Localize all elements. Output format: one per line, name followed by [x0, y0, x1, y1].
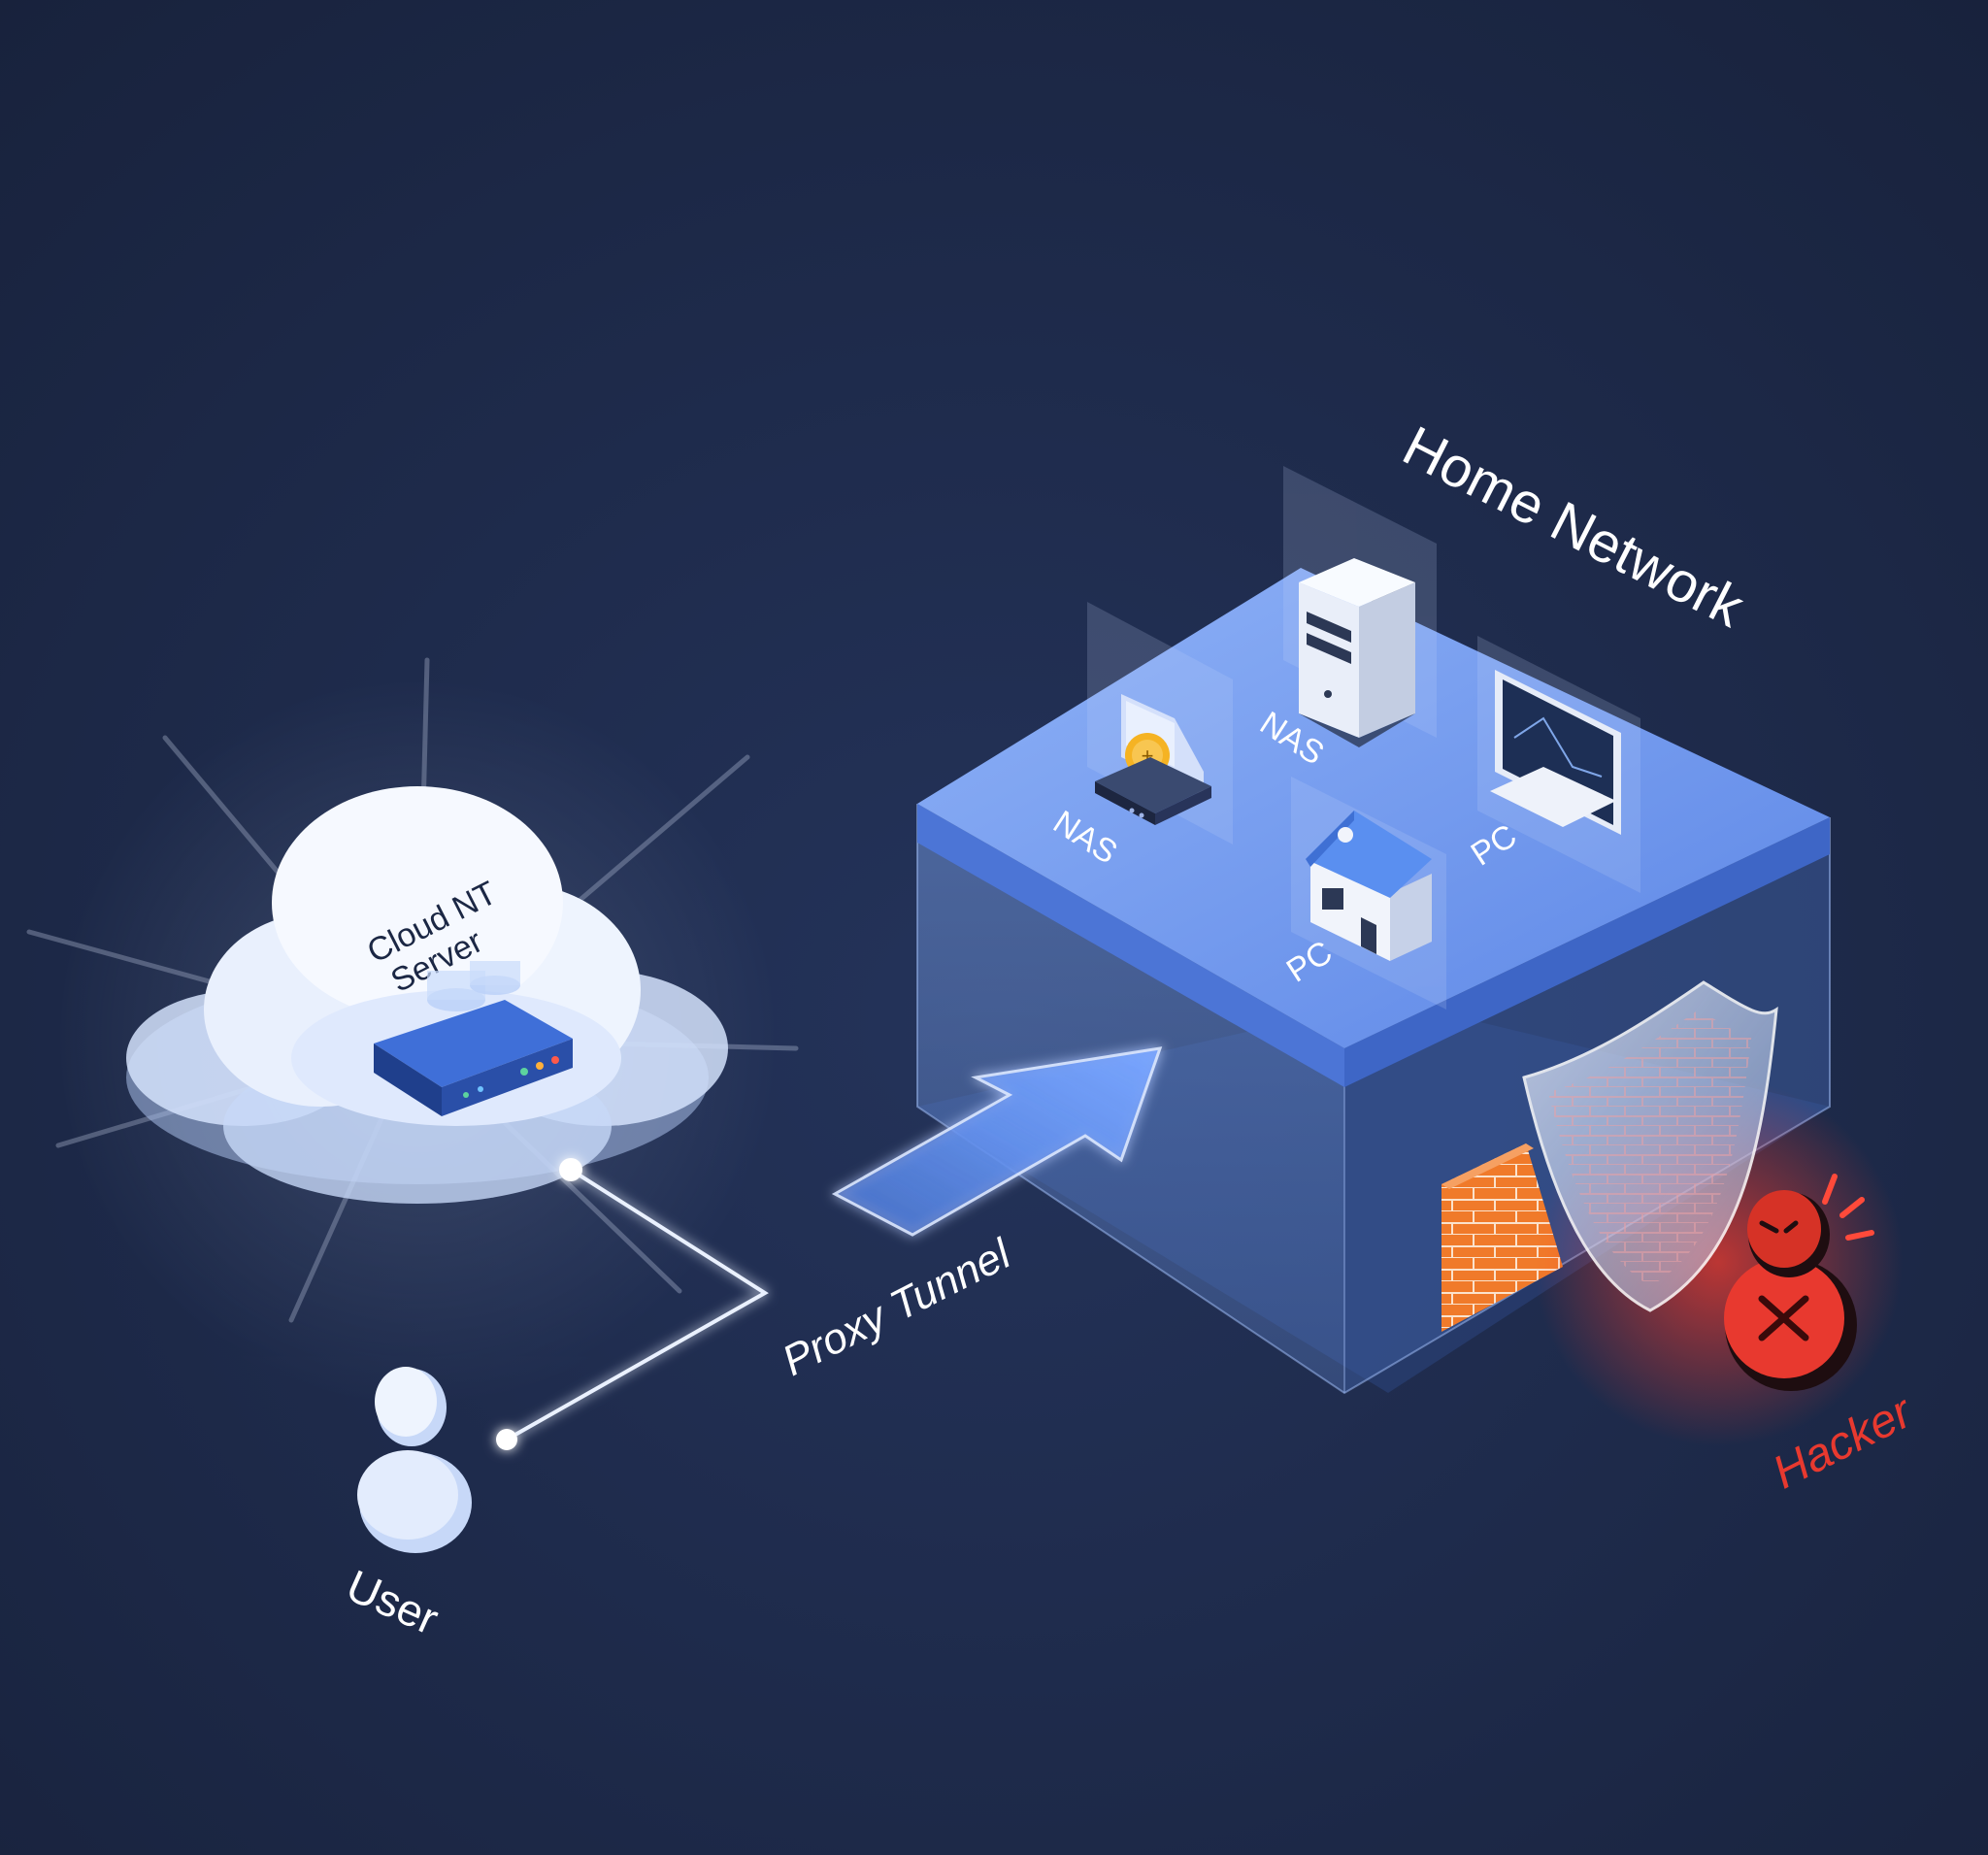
user-connection-line	[496, 1158, 769, 1450]
house-icon	[1306, 811, 1432, 961]
tunnel-arrow-icon	[831, 1046, 1163, 1237]
hacker-icon	[1724, 1174, 1874, 1391]
nas-device-icon: +	[1095, 694, 1211, 825]
nas-tower-icon	[1299, 558, 1415, 747]
monitor-icon	[1490, 670, 1621, 835]
brick-firewall-icon	[1441, 1143, 1563, 1332]
user-icon	[357, 1367, 472, 1553]
shield-icon	[1522, 980, 1778, 1312]
server-appliance-icon	[374, 961, 573, 1116]
